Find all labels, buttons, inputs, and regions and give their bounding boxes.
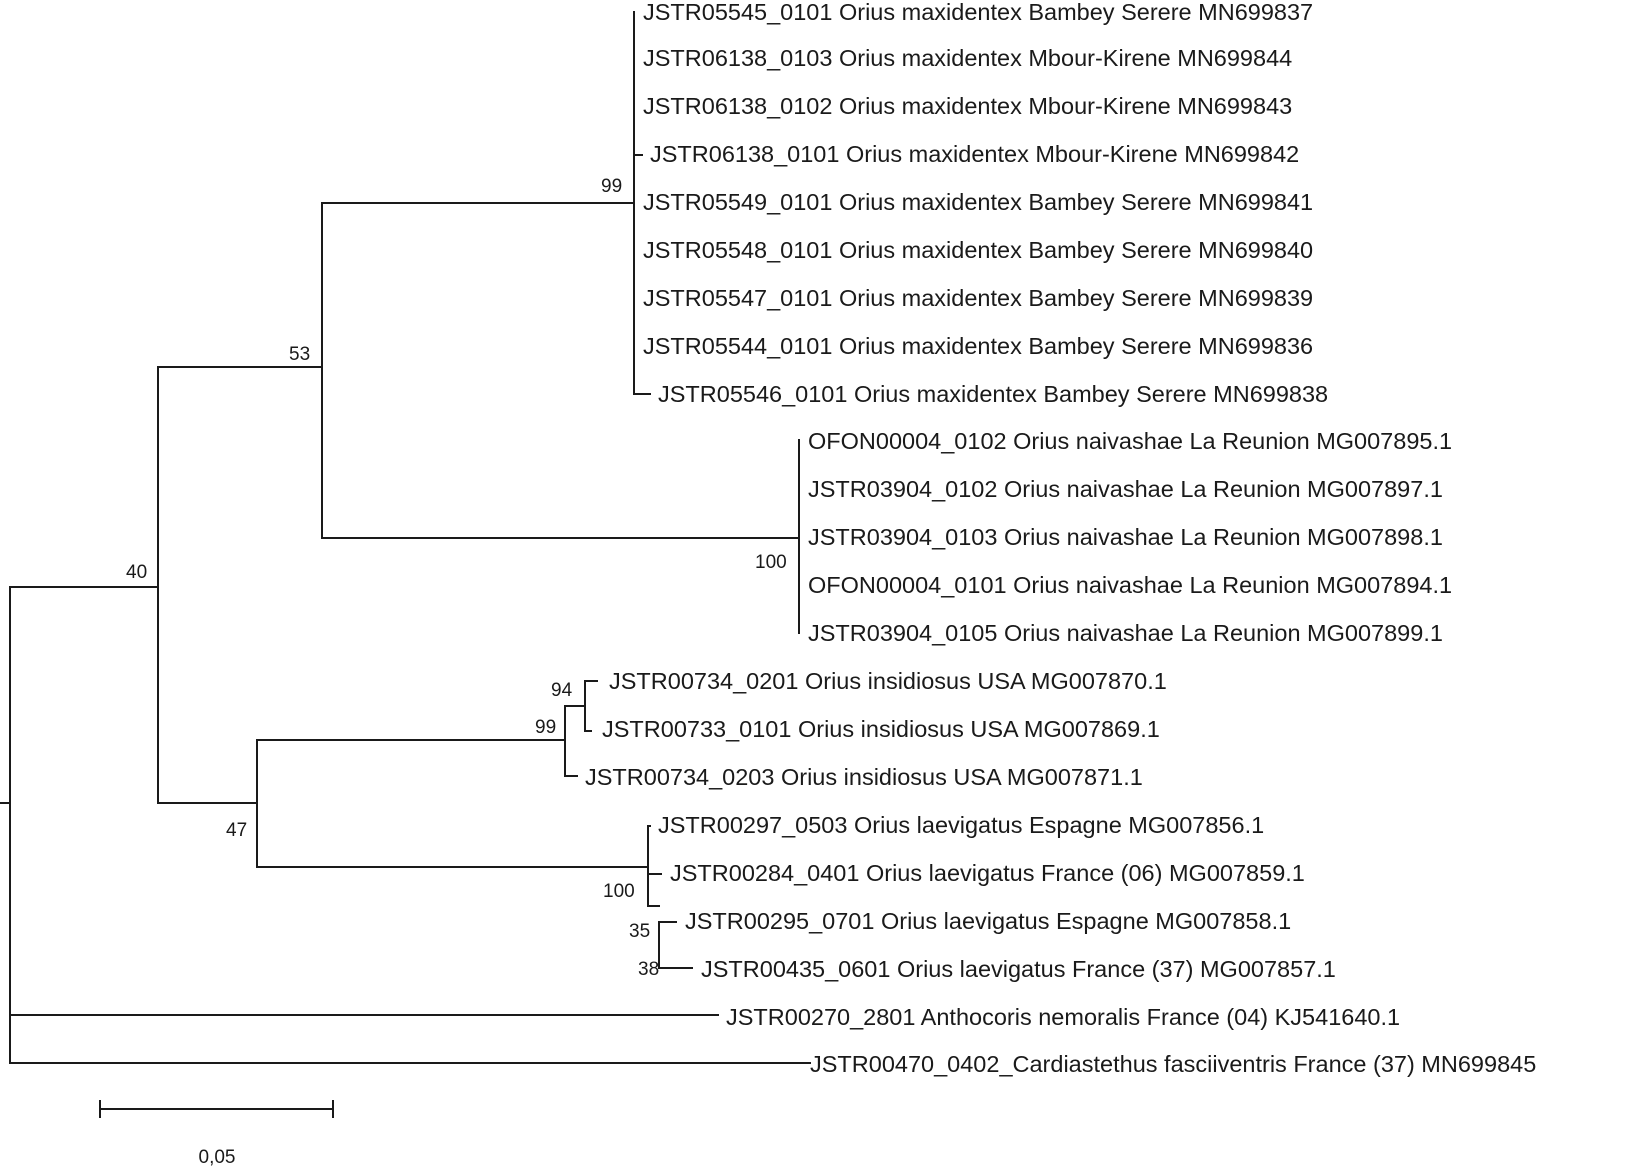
branch-naivashae (321, 439, 800, 634)
taxon-label: JSTR05548_0101 Orius maxidentex Bambey S… (643, 237, 1313, 263)
taxon-label: JSTR03904_0103 Orius naivashae La Reunio… (808, 524, 1443, 550)
scale-bar-label: 0,05 (199, 1147, 236, 1167)
support-value: 99 (535, 717, 556, 738)
branch-laevigatus-inner (647, 905, 693, 969)
support-value: 40 (126, 562, 147, 583)
branch-maxidentex (321, 11, 651, 395)
branch-node-53 (157, 202, 323, 539)
taxon-label: JSTR00734_0201 Orius insidiosus USA MG00… (609, 668, 1167, 694)
branch-laevigatus (256, 825, 662, 907)
scale-bar: 0,05 (99, 1100, 334, 1167)
taxon-label: JSTR05544_0101 Orius maxidentex Bambey S… (643, 333, 1313, 359)
taxon-label: JSTR05547_0101 Orius maxidentex Bambey S… (643, 285, 1313, 311)
branch-anthocoris (9, 586, 719, 1016)
taxon-label: JSTR00295_0701 Orius laevigatus Espagne … (685, 908, 1291, 934)
taxon-label: JSTR00734_0203 Orius insidiosus USA MG00… (585, 764, 1143, 790)
taxon-label: OFON00004_0102 Orius naivashae La Reunio… (808, 428, 1452, 454)
support-value: 100 (755, 552, 787, 573)
taxon-labels: JSTR05545_0101 Orius maxidentex Bambey S… (585, 0, 1536, 1077)
support-value: 94 (551, 680, 573, 701)
branch-node-47 (157, 739, 258, 868)
taxon-label: JSTR00270_2801 Anthocoris nemoralis Fran… (726, 1004, 1400, 1030)
support-values: 99 53 40 100 94 99 47 100 35 38 (126, 176, 787, 980)
taxon-label: JSTR06138_0101 Orius maxidentex Mbour-Ki… (650, 141, 1299, 167)
taxon-label: JSTR05545_0101 Orius maxidentex Bambey S… (643, 0, 1313, 25)
support-value: 100 (603, 881, 635, 902)
branch-insidiosus-pair (564, 680, 598, 732)
branch-ingroup (9, 366, 159, 804)
taxon-label: JSTR06138_0103 Orius maxidentex Mbour-Ki… (643, 45, 1292, 71)
branch-insidiosus (256, 705, 578, 777)
taxon-label: JSTR00733_0101 Orius insidiosus USA MG00… (602, 716, 1160, 742)
taxon-label: JSTR00297_0503 Orius laevigatus Espagne … (658, 812, 1264, 838)
taxon-label: JSTR03904_0102 Orius naivashae La Reunio… (808, 476, 1443, 502)
support-value: 99 (601, 176, 622, 197)
taxon-label: JSTR05549_0101 Orius maxidentex Bambey S… (643, 189, 1313, 215)
scale-bar-line (99, 1100, 334, 1118)
taxon-label: OFON00004_0101 Orius naivashae La Reunio… (808, 572, 1452, 598)
support-value: 38 (638, 959, 659, 980)
taxon-label: JSTR06138_0102 Orius maxidentex Mbour-Ki… (643, 93, 1292, 119)
taxon-label: JSTR00470_0402_Cardiastethus fasciiventr… (810, 1051, 1536, 1077)
support-value: 53 (289, 344, 310, 365)
taxon-label: JSTR03904_0105 Orius naivashae La Reunio… (808, 620, 1443, 646)
taxon-label: JSTR00284_0401 Orius laevigatus France (… (670, 860, 1305, 886)
support-value: 47 (226, 820, 247, 841)
tree-branches (0, 11, 811, 1064)
taxon-label: JSTR05546_0101 Orius maxidentex Bambey S… (658, 381, 1328, 407)
support-value: 35 (629, 921, 650, 942)
taxon-label: JSTR00435_0601 Orius laevigatus France (… (701, 956, 1336, 982)
